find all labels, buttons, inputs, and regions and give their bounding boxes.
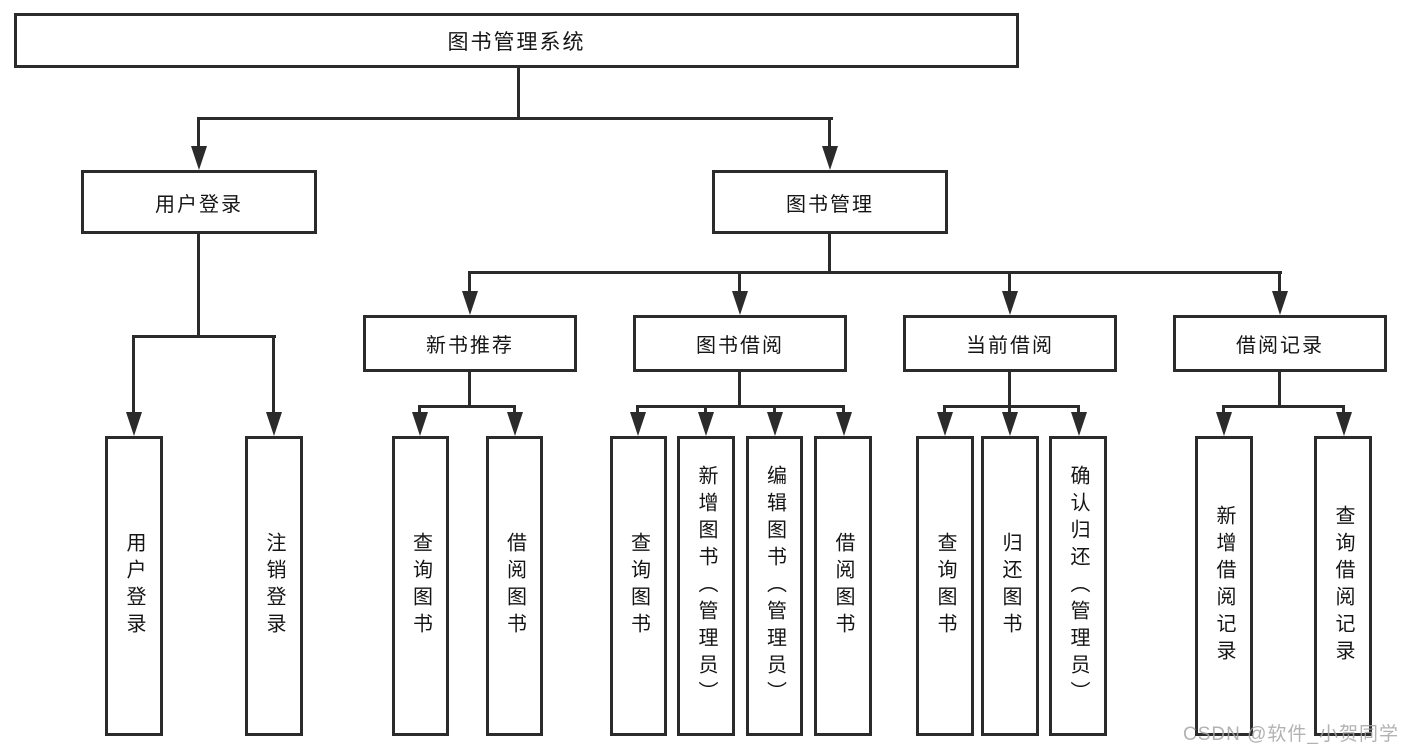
connector-arrow [1071, 412, 1087, 436]
node-label: 查询图书 [627, 532, 650, 640]
connector-arrow [767, 412, 783, 436]
connector-arrow [822, 146, 838, 170]
connector-line [1222, 405, 1225, 415]
node-label: 图书管理 [786, 193, 874, 216]
connector-line [704, 405, 707, 415]
connector-line [418, 405, 516, 408]
node-label: 查询图书 [409, 532, 432, 640]
node-label: 借阅图书 [832, 532, 854, 640]
node-library-management-system: 图书管理系统 [14, 13, 1019, 68]
connector-line [468, 372, 471, 407]
connector-line [773, 405, 776, 415]
node-new-book-recommendation: 新书推荐 [363, 315, 577, 372]
node-label: 查询借阅记录 [1332, 505, 1354, 667]
node-label: 新增借阅记录 [1213, 505, 1235, 667]
node-label: 查询图书 [934, 532, 956, 640]
connector-line [468, 271, 471, 295]
connector-line [738, 271, 741, 295]
node-book-borrowing: 图书借阅 [633, 315, 847, 372]
connector-arrow [266, 412, 282, 436]
node-user-login-action: 用户登录 [105, 436, 163, 736]
node-borrowing-records: 借阅记录 [1173, 315, 1387, 372]
node-label: 用户登录 [123, 532, 145, 640]
node-current-borrowing: 当前借阅 [903, 315, 1117, 372]
node-borrow-books: 借阅图书 [814, 436, 872, 736]
node-add-books-admin: 新增图书（管理员） [677, 436, 735, 736]
connector-arrow [1216, 412, 1232, 436]
connector-line [636, 405, 639, 415]
node-label: 新书推荐 [426, 335, 514, 357]
connector-line [272, 335, 275, 415]
connector-arrow [191, 146, 207, 170]
node-label: 当前借阅 [966, 335, 1054, 357]
connector-line [842, 405, 845, 415]
node-return-books: 归还图书 [981, 436, 1039, 736]
connector-line [1077, 405, 1080, 415]
connector-line [943, 405, 1080, 408]
connector-line [197, 117, 833, 120]
node-query-books-borrowing: 查询图书 [610, 436, 667, 736]
node-label: 确认归还（管理员） [1067, 464, 1089, 708]
node-add-borrow-record: 新增借阅记录 [1195, 436, 1253, 736]
connector-arrow [462, 291, 478, 315]
node-borrow-books-recommend: 借阅图书 [486, 436, 543, 736]
node-label: 新增图书（管理员） [695, 464, 717, 708]
connector-arrow [630, 412, 646, 436]
connector-arrow [937, 412, 953, 436]
node-logout: 注销登录 [245, 436, 303, 736]
node-label: 注销登录 [263, 532, 285, 640]
connector-line [197, 117, 200, 149]
node-label: 借阅图书 [503, 532, 526, 640]
node-query-books-recommend: 查询图书 [392, 436, 449, 736]
connector-arrow [126, 412, 142, 436]
connector-arrow [507, 412, 523, 436]
node-label: 图书借阅 [696, 335, 784, 357]
connector-line [1222, 405, 1345, 408]
connector-arrow [412, 412, 428, 436]
connector-line [418, 405, 421, 415]
connector-line [468, 271, 1282, 274]
node-confirm-return-admin: 确认归还（管理员） [1049, 436, 1107, 736]
connector-arrow [1336, 412, 1352, 436]
csdn-watermark: CSDN @软件_小贺同学 [1183, 724, 1399, 745]
connector-arrow [698, 412, 714, 436]
connector-arrow [732, 291, 748, 315]
connector-arrow [836, 412, 852, 436]
connector-arrow [1272, 291, 1288, 315]
connector-line [1008, 372, 1011, 407]
connector-line [738, 372, 741, 407]
connector-line [1278, 372, 1281, 407]
connector-line [828, 234, 831, 274]
node-label: 借阅记录 [1236, 335, 1324, 357]
connector-line [132, 335, 276, 338]
node-label: 编辑图书（管理员） [763, 464, 786, 708]
node-label: 图书管理系统 [447, 30, 586, 54]
node-query-borrow-record: 查询借阅记录 [1314, 436, 1372, 736]
connector-line [517, 68, 520, 120]
connector-line [1342, 405, 1345, 415]
node-label: 用户登录 [155, 193, 243, 216]
connector-line [828, 117, 831, 149]
connector-line [636, 405, 845, 408]
connector-line [1278, 271, 1281, 295]
node-book-management: 图书管理 [712, 170, 948, 234]
node-label: 归还图书 [999, 532, 1021, 640]
connector-line [513, 405, 516, 415]
node-user-login: 用户登录 [81, 170, 317, 234]
connector-arrow [1002, 412, 1018, 436]
node-edit-books-admin: 编辑图书（管理员） [746, 436, 803, 736]
connector-arrow [1002, 291, 1018, 315]
node-query-books-current: 查询图书 [916, 436, 974, 736]
connector-line [1008, 405, 1011, 415]
connector-line [132, 335, 135, 415]
connector-line [1008, 271, 1011, 295]
connector-line [943, 405, 946, 415]
connector-line [197, 234, 200, 337]
